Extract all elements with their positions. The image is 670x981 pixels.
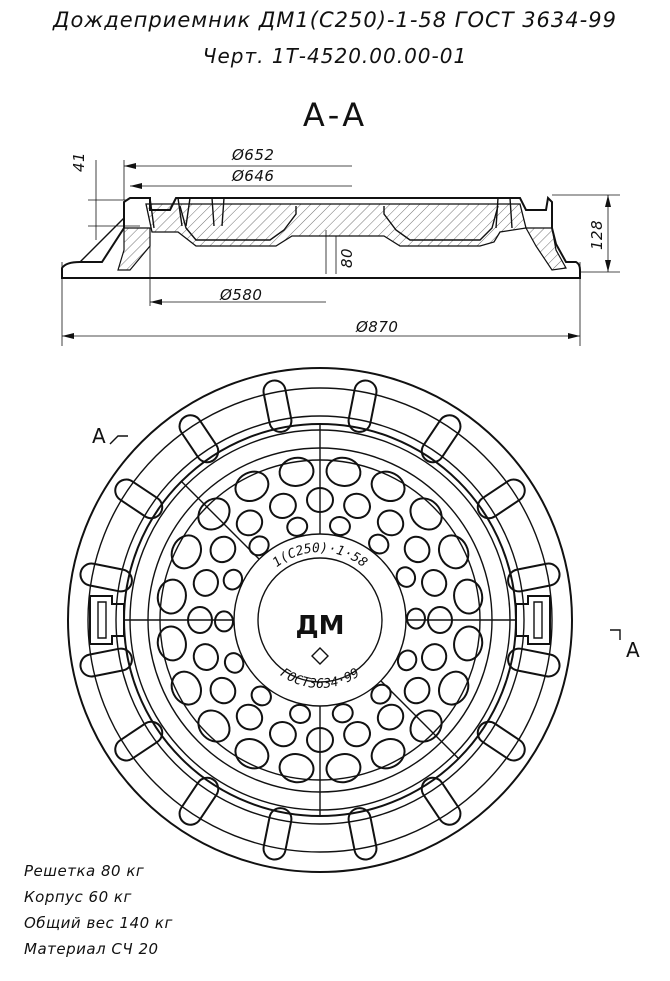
- grate-slot: [376, 509, 405, 537]
- drawing-number: Черт. 1Т-4520.00.00-01: [202, 44, 468, 68]
- grate-slot: [156, 578, 187, 615]
- drawing-title: Дождеприемник ДМ1(С250)-1-58 ГОСТ 3634-9…: [53, 8, 617, 32]
- grate-slot: [209, 676, 237, 705]
- cut-mark-left: А: [92, 424, 107, 448]
- svg-text:ГОСТ3634·99: ГОСТ3634·99: [277, 666, 362, 692]
- grate-slot: [156, 625, 187, 662]
- grate-slot: [306, 487, 334, 513]
- section-label: А-А: [302, 96, 368, 134]
- grate-slot: [209, 535, 237, 564]
- grate-slot: [278, 456, 315, 487]
- grate-slot: [114, 478, 164, 520]
- grate-slot: [325, 456, 362, 487]
- grate-slot: [453, 625, 484, 662]
- grate-slot: [235, 703, 264, 731]
- grate-marking-ring-top: 1(С250)·1·58: [270, 541, 370, 571]
- grate-slot: [331, 703, 354, 724]
- grate-slot: [250, 685, 272, 707]
- note-total-weight: Общий вес 140 кг: [24, 914, 173, 932]
- grate-slot: [421, 569, 448, 597]
- grate-slot: [507, 562, 561, 593]
- grate-slot: [269, 492, 297, 519]
- grate-slot: [234, 470, 270, 503]
- grate-slot: [114, 720, 164, 762]
- grate-slot: [79, 562, 133, 593]
- dim-h80: 80: [338, 247, 356, 268]
- grate-slot: [235, 509, 264, 537]
- grate-slot: [420, 776, 462, 826]
- note-material: Материал СЧ 20: [24, 940, 159, 958]
- grate-slot: [306, 727, 334, 753]
- cut-mark-right: А: [626, 638, 641, 662]
- grate-slot: [223, 652, 245, 674]
- foundry-mark-icon: [311, 647, 329, 665]
- grate-slot: [476, 720, 526, 762]
- dim-d646: Ø646: [232, 167, 275, 185]
- grate-slot: [325, 753, 362, 784]
- grate-slot: [79, 647, 133, 678]
- grate-slot: [370, 683, 392, 705]
- grate-slot: [370, 470, 406, 503]
- grate-slot: [170, 534, 203, 570]
- grate-slot: [329, 516, 351, 537]
- grate-slot: [405, 607, 426, 630]
- grate-slot: [269, 721, 297, 748]
- grate-slot: [343, 721, 371, 748]
- notes-block: Решетка 80 кг Корпус 60 кг Общий вес 140…: [24, 858, 173, 962]
- grate-slot: [395, 566, 417, 588]
- grate-slot: [376, 703, 405, 731]
- grate-slot: [343, 492, 371, 519]
- grate-slot: [427, 606, 453, 634]
- plan-view: ДМ 1(С250)·1·58 ГОСТ3634·99: [67, 367, 621, 873]
- dim-h128: 128: [588, 219, 606, 250]
- grate-slot: [214, 610, 235, 633]
- grate-slot: [347, 379, 378, 433]
- grate-slot: [222, 568, 244, 591]
- grate-slot: [197, 709, 231, 743]
- dim-d580: Ø580: [220, 286, 263, 304]
- grate-slot: [409, 497, 443, 531]
- grate-slot: [396, 649, 418, 672]
- grate-slot: [453, 578, 484, 615]
- grate-slot: [248, 535, 270, 557]
- dim-d652: Ø652: [232, 146, 275, 164]
- grate-slot: [197, 497, 231, 531]
- grate-slot: [192, 643, 219, 671]
- dim-h41: 41: [70, 151, 88, 172]
- grate-slot: [507, 647, 561, 678]
- grate-slot: [178, 776, 220, 826]
- grate-slot: [286, 516, 309, 537]
- grate-slot: [187, 606, 213, 634]
- grate-slot: [234, 737, 270, 770]
- grate-slot: [437, 534, 470, 570]
- note-body-weight: Корпус 60 кг: [24, 888, 132, 906]
- grate-slot: [476, 478, 526, 520]
- grate-slot: [368, 533, 390, 555]
- grate-slot: [421, 643, 448, 671]
- grate-slot: [262, 379, 293, 433]
- grate-slot: [192, 569, 219, 597]
- grate-slot: [170, 670, 203, 706]
- grate-slot: [347, 807, 378, 861]
- grate-slot: [370, 737, 406, 770]
- grate-slot: [178, 414, 220, 464]
- grate-slot: [437, 670, 470, 706]
- grate-slot: [262, 807, 293, 861]
- dim-d870: Ø870: [356, 318, 399, 336]
- grate-slot: [403, 676, 431, 705]
- grate-slot: [403, 535, 431, 564]
- note-grate-weight: Решетка 80 кг: [24, 862, 145, 880]
- grate-slot: [409, 709, 443, 743]
- grate-marking-center: ДМ: [295, 611, 344, 641]
- grate-marking-ring-bottom: ГОСТ3634·99: [277, 666, 362, 692]
- section-view: [61, 160, 620, 346]
- svg-text:1(С250)·1·58: 1(С250)·1·58: [270, 541, 370, 571]
- grate-slot: [289, 703, 311, 724]
- grate-slot: [420, 414, 462, 464]
- grate-slot: [278, 753, 315, 784]
